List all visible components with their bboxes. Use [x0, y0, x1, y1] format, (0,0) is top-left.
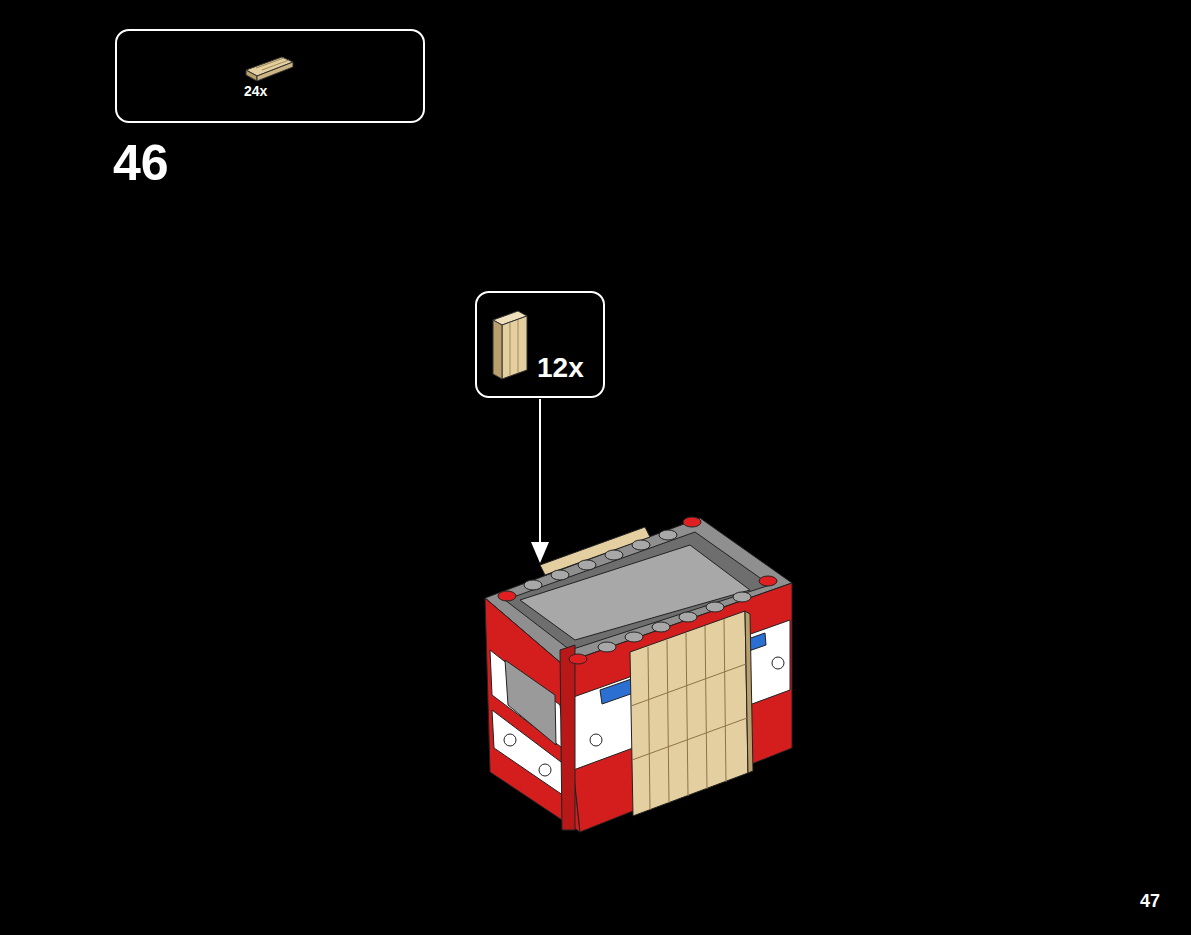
- step-number: 46: [113, 138, 169, 188]
- callout-box: 24x: [115, 29, 425, 123]
- page-number: 47: [1140, 892, 1160, 910]
- leader-arrow: [531, 399, 549, 563]
- model-illustration: [485, 517, 792, 832]
- quantity-label: 24x: [244, 84, 267, 98]
- callout-box: 12x: [475, 291, 605, 398]
- quantity-label: 12x: [537, 354, 584, 382]
- part-icon: [493, 311, 527, 379]
- part-icon: [246, 57, 293, 81]
